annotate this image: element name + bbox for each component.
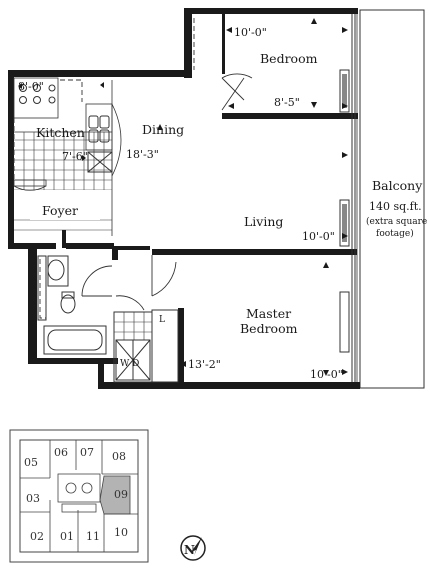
stove-burners (19, 84, 56, 104)
keyplan-unit-06: 06 (54, 446, 68, 459)
foyer-label-bg (30, 198, 100, 220)
kitchen-label: Kitchen (36, 125, 85, 140)
keyplan-unit-10: 10 (114, 526, 128, 539)
kitchen-sink (88, 115, 110, 143)
master-label-line1: Master (246, 306, 291, 321)
bedroom-door (221, 73, 253, 111)
keyplan-unit-05: 05 (24, 456, 38, 469)
laundry-tile (114, 312, 152, 340)
living-width-dim: 10'-0" (302, 230, 335, 243)
bath-cabinet (39, 255, 47, 319)
keyplan-unit-03: 03 (26, 492, 40, 505)
north-arrow-icon: N (180, 535, 206, 561)
balcony-note-line1: (extra square (366, 216, 427, 227)
linen-closet (151, 309, 179, 383)
laundry-closet (113, 311, 153, 383)
key-plan: 05 06 07 08 03 09 02 01 11 10 (9, 429, 149, 563)
window-units (339, 69, 350, 353)
bedroom-width-dim: 10'-0" (234, 26, 267, 39)
dimension-ticks (18, 18, 348, 376)
keyplan-unit-11: 11 (86, 530, 100, 543)
keyplan-unit-08: 08 (112, 450, 126, 463)
exterior-glazing (351, 14, 356, 382)
living-label: Living (244, 214, 283, 229)
keyplan-unit-07: 07 (80, 446, 94, 459)
master-depth-dim: 13'-2" (188, 358, 221, 371)
bath-door (81, 265, 113, 297)
upper-cabinets (13, 18, 195, 180)
foyer-closet (13, 179, 47, 191)
linen-label: L (159, 315, 165, 325)
keyplan-unit-02: 02 (30, 530, 44, 543)
foyer-label: Foyer (42, 203, 78, 218)
balcony-label: Balcony (372, 178, 423, 193)
master-label-line2: Bedroom (240, 321, 298, 336)
dining-fixture (87, 151, 113, 173)
master-width-dim: 10'-0" (310, 368, 343, 381)
kitchen-width-dim: 8'-0" (18, 80, 44, 93)
bedroom-depth-dim: 8'-5" (274, 96, 300, 109)
dining-label: Dining (142, 122, 184, 137)
balcony-area-label: 140 sq.ft. (369, 200, 422, 213)
kitchen-island-curve (111, 103, 122, 177)
keyplan-unit-09: 09 (114, 488, 128, 501)
laundry-label: W D (120, 359, 139, 369)
balcony-note-line2: footage) (376, 228, 414, 239)
laundry-door (115, 295, 145, 311)
walls (8, 8, 360, 389)
kitchen-depth-dim: 7'-6" (62, 150, 88, 163)
bedroom-label: Bedroom (260, 51, 318, 66)
master-door (151, 255, 177, 297)
keyplan-unit-01: 01 (60, 530, 74, 543)
svg-text:N: N (184, 543, 195, 557)
balcony-area (356, 9, 425, 389)
dining-living-length-dim: 18'-3" (126, 148, 159, 161)
